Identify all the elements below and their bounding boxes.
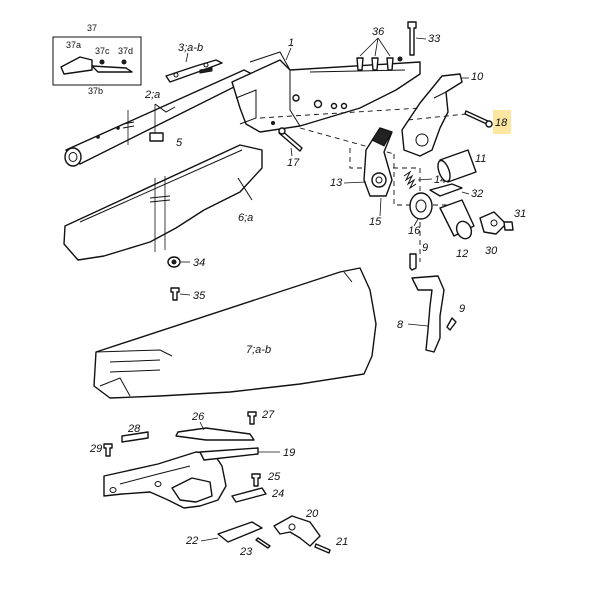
label-13: 13 [330, 177, 343, 189]
inset-box-37: 37 37a 37c 37d 37b [52, 23, 142, 96]
label-6: 6;a [238, 212, 253, 224]
label-8: 8 [397, 319, 404, 331]
label-20: 20 [305, 508, 319, 520]
label-11: 11 [475, 153, 486, 165]
label-36: 36 [372, 26, 385, 38]
label-21: 21 [335, 536, 348, 548]
label-23: 23 [239, 546, 253, 558]
receiver-1: 1 [231, 37, 421, 133]
stock-7: 7;a-b [93, 267, 377, 399]
part-9-upper: 9 [409, 242, 428, 271]
label-24: 24 [271, 488, 284, 500]
part-37a-shape [60, 56, 93, 75]
label-18: 18 [495, 117, 508, 129]
label-33: 33 [428, 33, 441, 45]
part-9-lower: 9 [446, 303, 465, 331]
part-19: 19 [103, 447, 295, 509]
part-11: 11 [437, 149, 486, 183]
part-33: 33 [407, 21, 441, 56]
label-37d: 37d [118, 46, 133, 56]
label-28: 28 [127, 423, 141, 435]
part-8: 8 [397, 275, 445, 353]
part-24: 24 [231, 487, 284, 503]
label-32: 32 [471, 188, 483, 200]
label-15: 15 [369, 216, 382, 228]
label-12: 12 [456, 248, 468, 260]
label-34: 34 [193, 257, 205, 269]
label-30: 30 [485, 245, 498, 257]
label-3: 3;a-b [178, 42, 203, 54]
part-13: 13 15 [330, 127, 393, 228]
label-37b: 37b [88, 86, 103, 96]
label-37c: 37c [95, 46, 110, 56]
label-5: 5 [176, 137, 183, 149]
label-22: 22 [185, 535, 198, 547]
part-10: 10 [401, 71, 484, 157]
part-31: 31 [503, 208, 526, 231]
part-21: 21 [314, 536, 348, 554]
label-31: 31 [514, 208, 526, 220]
part-35: 35 [170, 287, 206, 302]
part-5: 5 [149, 132, 183, 149]
label-9-lower: 9 [459, 303, 465, 315]
part-27: 27 [247, 409, 275, 425]
part-17: 17 [278, 127, 303, 169]
label-25: 25 [267, 471, 281, 483]
part-23: 23 [239, 537, 271, 558]
part-30: 30 [479, 211, 507, 257]
label-2: 2;a [144, 89, 160, 101]
label-35: 35 [193, 290, 206, 302]
label-9-upper: 9 [422, 242, 428, 254]
part-20: 20 [273, 508, 321, 547]
label-10: 10 [471, 71, 484, 83]
label-37a: 37a [66, 40, 81, 50]
part-34: 34 [167, 256, 205, 269]
part-28: 28 [121, 423, 149, 443]
label-27: 27 [261, 409, 275, 421]
label-26: 26 [191, 411, 205, 423]
screws-36: 36 [356, 26, 403, 71]
part-26: 26 [175, 411, 255, 441]
barrel-2: 2;a [64, 69, 257, 167]
part-3: 3;a-b [165, 42, 223, 83]
part-22: 22 [185, 521, 263, 547]
label-17: 17 [287, 157, 300, 169]
label-7: 7;a-b [246, 344, 271, 356]
part-37b-shape [91, 65, 133, 73]
label-16: 16 [408, 225, 421, 237]
part-29: 29 [89, 443, 113, 457]
part-32: 32 [429, 183, 483, 200]
label-1: 1 [288, 37, 294, 49]
part-16: 16 [408, 192, 433, 237]
label-29: 29 [89, 443, 102, 455]
part-25: 25 [251, 471, 281, 487]
label-37: 37 [87, 23, 97, 33]
label-19: 19 [283, 447, 295, 459]
forend-6: 6;a [63, 144, 263, 261]
part-12: 12 [439, 199, 475, 260]
part-18: 18 [464, 110, 508, 129]
part-18-highlight [493, 110, 511, 134]
